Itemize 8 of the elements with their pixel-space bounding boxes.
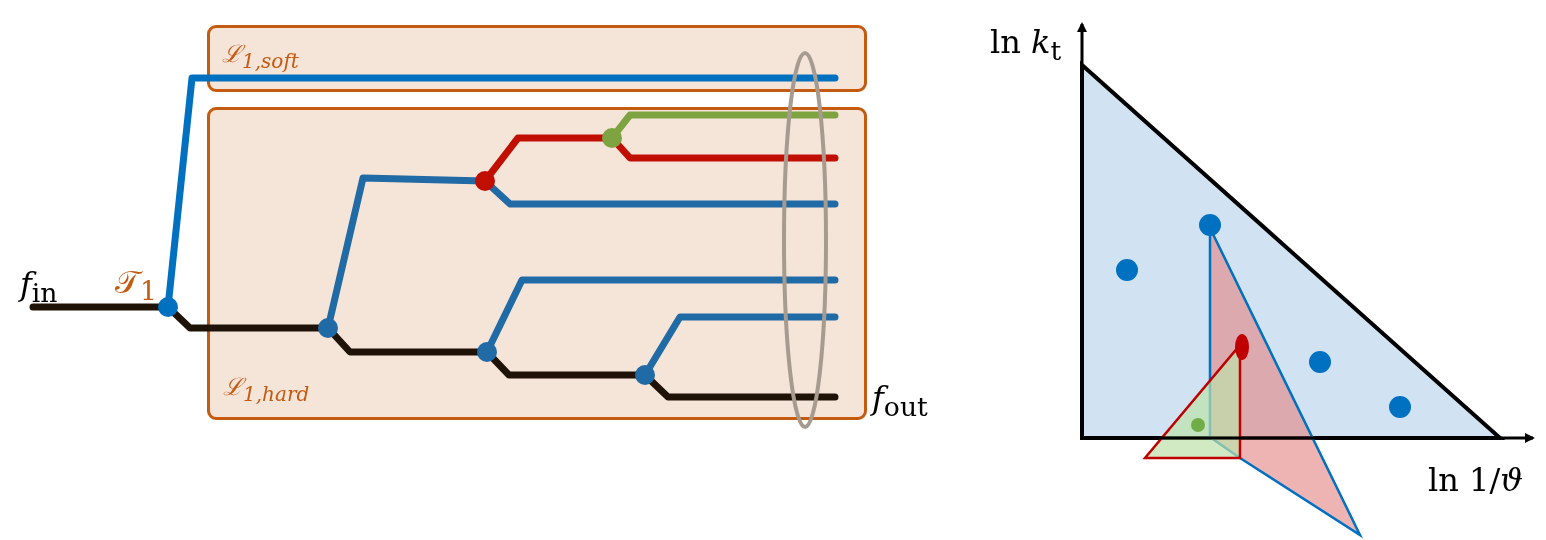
math-label: f$_{out}$ [872, 382, 928, 422]
region-label: ℒ$_{1,hard}$ [223, 375, 310, 404]
math-label: f$_{in}$ [20, 268, 58, 308]
math-label: 𝒯$_{1}$ [115, 266, 157, 306]
region-box [207, 107, 867, 420]
axis-label: ln k$_{t}$ [990, 26, 1062, 66]
axis-label: ln 1/ϑ [1428, 464, 1524, 496]
region-label: ℒ$_{1,soft}$ [222, 42, 299, 71]
